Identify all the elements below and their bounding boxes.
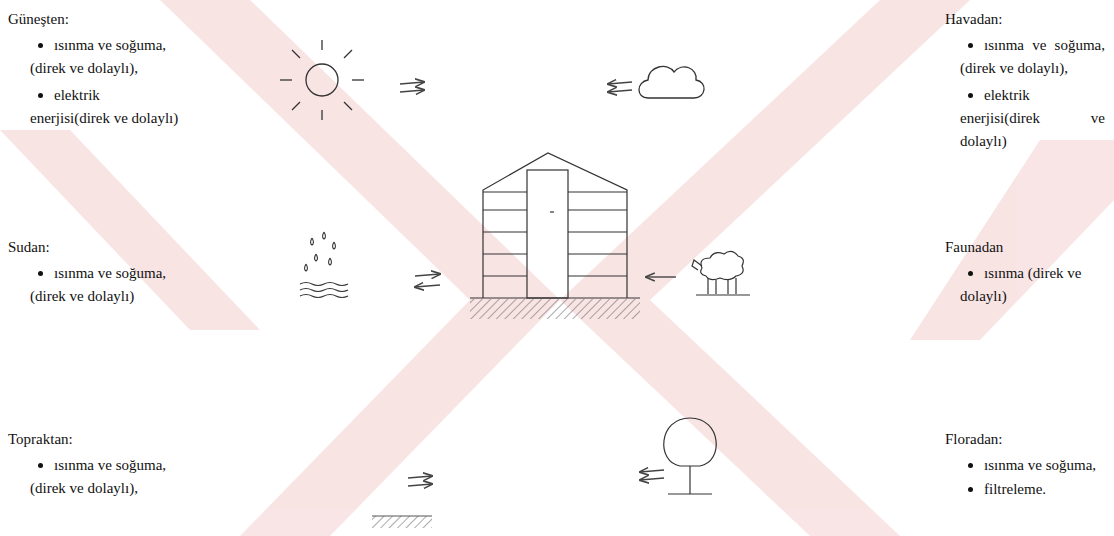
soil-line [372,516,432,517]
bullet-dot [968,463,973,468]
label-text: ısınma ve soğuma, (direk ve dolaylı), [960,37,1105,76]
label-text: Faunadan [945,239,1003,255]
ground-hatch [470,299,640,319]
building [470,153,640,298]
water-icon [300,232,348,298]
bullet-dot [968,487,973,492]
source-heading: Sudan: [8,236,168,259]
bullet-item: filtreleme. [960,478,1105,501]
double-arrow [400,82,424,92]
label-text: elektrik enerjisi(direk ve dolaylı) [960,87,1105,149]
double-arrow [640,470,664,480]
bullet-dot [38,271,43,276]
label-text: ısınma (direk ve dolaylı) [960,265,1081,304]
bullet-item: ısınma (direk ve dolaylı) [960,262,1105,308]
label-text: Havadan: [945,11,1002,27]
bullet-item: ısınma ve soğuma, (direk ve dolaylı) [30,262,180,308]
double-arrow [415,274,440,287]
bullet-dot [968,43,973,48]
double-arrow [608,82,632,92]
label-text: Topraktan: [8,431,73,447]
bullet-dot [968,271,973,276]
sun-icon [280,40,364,120]
source-heading: Havadan: [945,8,1105,31]
arrow [646,276,676,277]
tree-icon [664,418,716,494]
source-heading: Topraktan: [8,428,168,451]
bullet-dot [38,43,43,48]
label-text: ısınma ve soğuma, (direk ve dolaylı), [30,457,166,496]
bullet-item: ısınma ve soğuma, (direk ve dolaylı), [30,454,180,500]
label-text: Sudan: [8,239,50,255]
bullet-item: ısınma ve soğuma, (direk ve dolaylı), [960,34,1105,80]
label-text: ısınma ve soğuma, [984,457,1096,473]
bullet-dot [38,93,43,98]
soil-hatch [372,516,432,528]
label-text: ısınma ve soğuma, (direk ve dolaylı), [30,37,166,76]
label-text: filtreleme. [984,481,1046,497]
label-text: elektrik enerjisi(direk ve dolaylı) [30,87,178,126]
label-text: ısınma ve soğuma, (direk ve dolaylı) [30,265,166,304]
source-heading: Faunadan [945,236,1105,259]
source-heading: Güneşten: [8,8,168,31]
label-text: Güneşten: [8,11,69,27]
double-arrow [408,476,432,486]
cloud-icon [639,66,704,98]
label-text: Floradan: [945,431,1003,447]
sheep-icon [692,251,750,295]
bullet-item: elektrik enerjisi(direk ve dolaylı) [30,84,180,130]
source-heading: Floradan: [945,428,1105,451]
bullet-item: ısınma ve soğuma, (direk ve dolaylı), [30,34,180,80]
bullet-dot [38,463,43,468]
bullet-dot [968,93,973,98]
bullet-item: ısınma ve soğuma, [960,454,1105,477]
bullet-item: elektrik enerjisi(direk ve dolaylı) [960,84,1105,153]
